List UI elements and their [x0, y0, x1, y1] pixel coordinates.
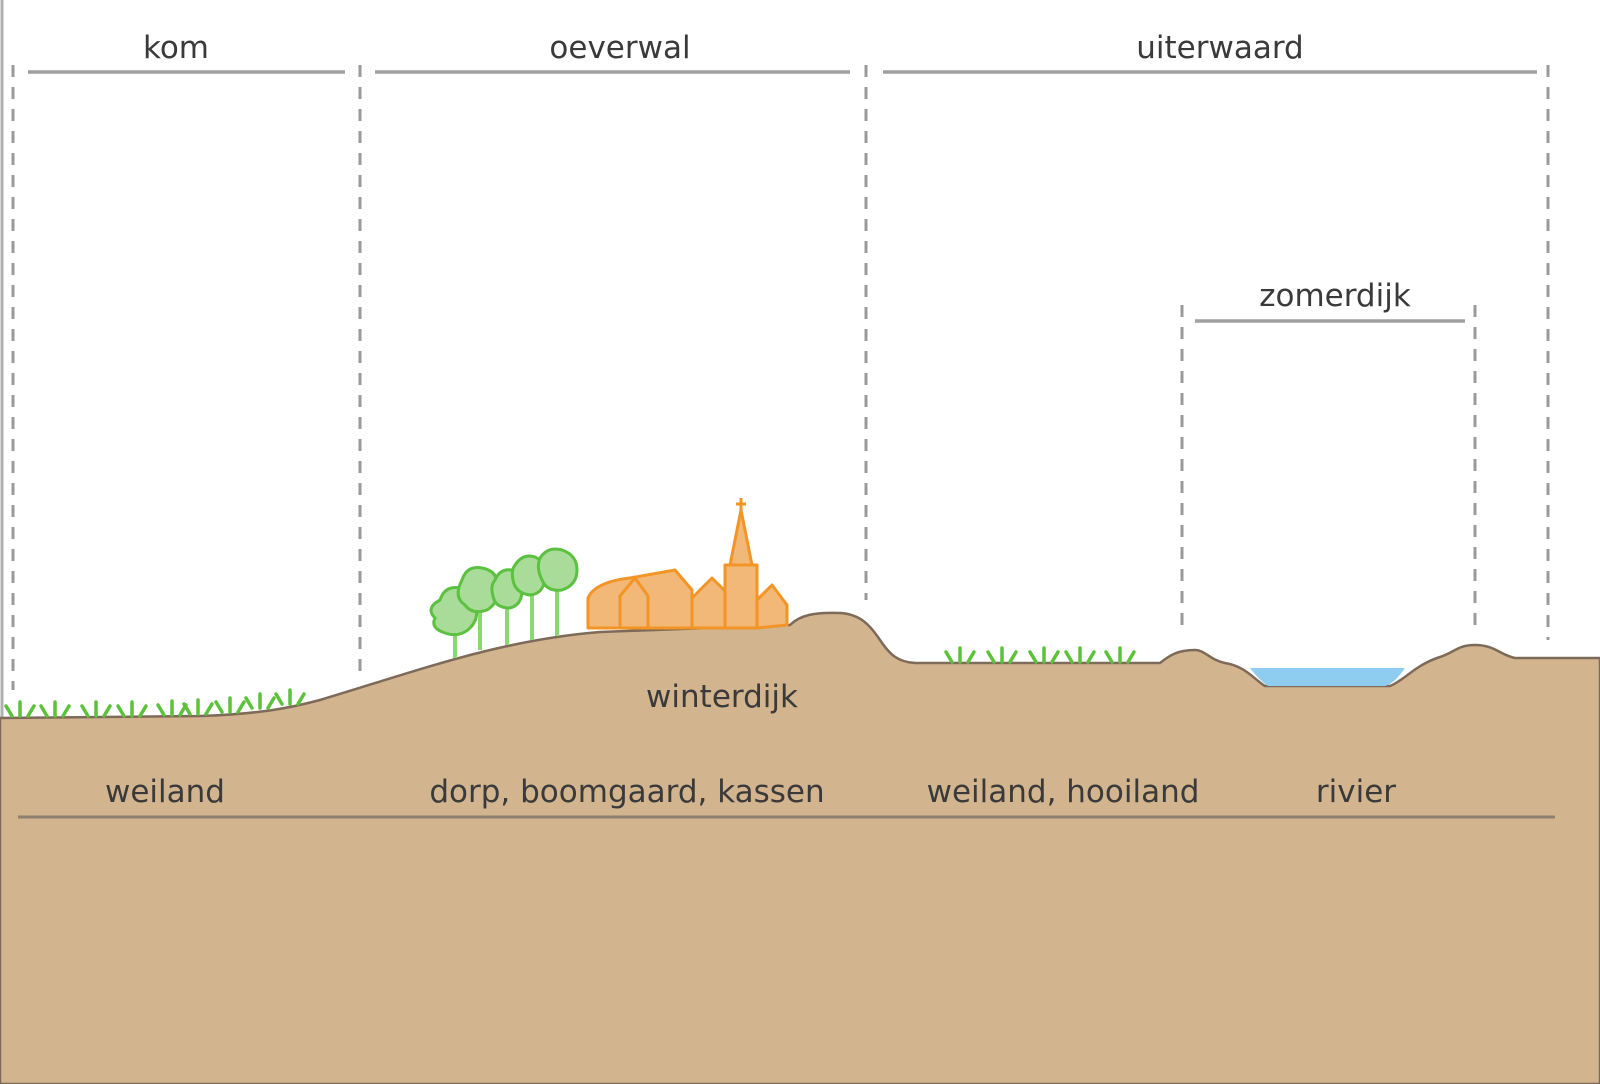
land-use-river: rivier — [1316, 774, 1396, 810]
land-use-kom: weiland — [105, 774, 225, 810]
village-church-icon — [586, 498, 789, 630]
land-use-uiterwaard: weiland, hooiland — [927, 774, 1200, 810]
feature-label-winterdijk: winterdijk — [646, 679, 798, 715]
zone-label-kom: kom — [143, 30, 209, 66]
zone-label-zomerdijk: zomerdijk — [1259, 278, 1411, 314]
river-water — [1250, 668, 1405, 686]
zone-label-uiterwaard: uiterwaard — [1136, 30, 1303, 66]
grass-icons — [4, 646, 1136, 718]
orchard-trees-icon — [429, 547, 579, 658]
ground-profile — [0, 611, 1600, 1084]
land-use-oeverwal: dorp, boomgaard, kassen — [429, 774, 824, 810]
zone-label-oeverwal: oeverwal — [549, 30, 690, 66]
